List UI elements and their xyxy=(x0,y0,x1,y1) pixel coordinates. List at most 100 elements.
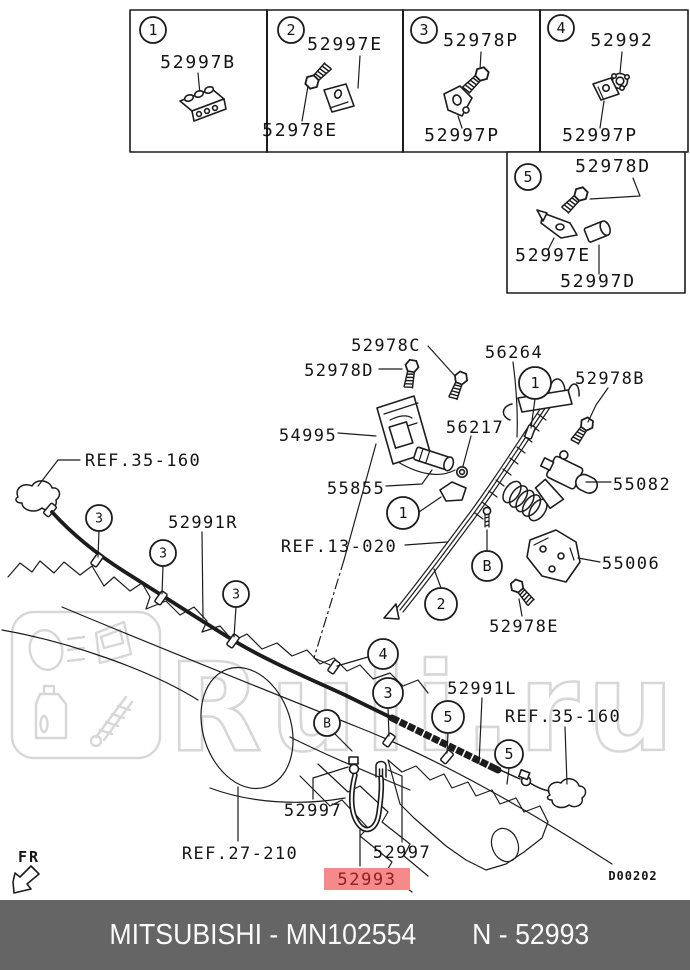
sleeve-55855 xyxy=(413,446,455,472)
callout-number: 1 xyxy=(148,21,157,39)
pipe-clip-icon xyxy=(523,423,537,441)
hose-clip-icon xyxy=(375,760,387,778)
marker-3a: 3 xyxy=(85,504,113,532)
bolt-icon-52978D xyxy=(400,358,421,390)
part-label-56217: 56217 xyxy=(446,418,504,438)
marker-5a: 5 xyxy=(431,700,465,734)
svg-text:4: 4 xyxy=(378,645,387,663)
svg-text:5: 5 xyxy=(443,708,452,726)
part-label-52978C: 52978C xyxy=(351,336,421,356)
ref-label-13-020: REF.13-020 xyxy=(281,537,397,557)
banjo-bolt-icon xyxy=(348,756,360,775)
part-label-52978B: 52978B xyxy=(575,369,645,389)
callout-number: 2 xyxy=(286,21,295,39)
svg-text:3: 3 xyxy=(95,512,103,527)
marker-B-upper: B xyxy=(471,550,503,582)
ref-label-35-160-right: REF.35-160 xyxy=(505,707,621,727)
bolt-icon-52978E xyxy=(507,576,538,608)
parts-diagram: Ruli.ru 1 52997B 2 52997E xyxy=(1,9,689,894)
marker-3b: 3 xyxy=(149,539,177,567)
part-label-54995: 54995 xyxy=(279,426,337,446)
svg-text:1: 1 xyxy=(398,504,407,522)
footer-n-number: N - 52993 xyxy=(472,918,590,951)
drawing-number: D00202 xyxy=(608,869,657,883)
callout-number: 3 xyxy=(419,21,428,39)
part-label-52997P: 52997P xyxy=(424,125,500,146)
marker-1b: 1 xyxy=(386,496,420,530)
block-part-icon xyxy=(592,77,620,101)
highlight-background[interactable] xyxy=(324,868,410,890)
svg-text:B: B xyxy=(323,717,331,732)
ref-label-35-160-left: REF.35-160 xyxy=(85,451,201,471)
bracket-part-icon xyxy=(443,85,473,117)
part-label-56264: 56264 xyxy=(485,343,543,363)
car-door-icon xyxy=(94,620,133,665)
clamp-lever-icon xyxy=(536,209,578,239)
fr-direction: FR xyxy=(12,848,40,894)
part-label-52997-upper: 52997 xyxy=(284,801,342,821)
bracket-55006 xyxy=(526,529,581,583)
part-label-52997E: 52997E xyxy=(307,34,383,55)
leader-lines xyxy=(37,345,612,867)
brake-hose-52993 xyxy=(348,756,387,833)
bracket-part-icon xyxy=(323,83,355,113)
brake-pipe-lines xyxy=(42,502,550,792)
part-label-52978E: 52978E xyxy=(262,120,338,141)
bolt-icon-52978C xyxy=(445,369,471,402)
part-label-52997E: 52997E xyxy=(515,245,591,266)
grommet-part-icon xyxy=(179,85,227,122)
part-label-52978P: 52978P xyxy=(443,30,519,51)
callout-boxes: 1 52997B 2 52997E 52978 xyxy=(129,9,689,294)
svg-text:3: 3 xyxy=(159,547,167,562)
part-label-52978E: 52978E xyxy=(489,617,559,637)
oil-can-icon xyxy=(34,684,68,740)
callout-box-4: 4 52992 52997P xyxy=(547,14,653,146)
svg-text:5: 5 xyxy=(504,745,513,763)
svg-text:3: 3 xyxy=(232,588,240,603)
svg-text:B: B xyxy=(482,557,491,575)
fr-label: FR xyxy=(18,848,40,866)
pad-part xyxy=(439,481,467,502)
highlighted-part-52993[interactable]: 52993 xyxy=(324,868,410,890)
fr-arrow-icon xyxy=(12,865,40,894)
marker-3d: 3 xyxy=(372,677,404,709)
highlighted-part-label[interactable]: 52993 xyxy=(337,870,396,890)
part-label-52997D: 52997D xyxy=(560,271,636,292)
footer-bar: MITSUBISHI - MN102554 N - 52993 xyxy=(0,900,690,970)
marker-3c: 3 xyxy=(222,580,250,608)
cylinder-nut-icon xyxy=(583,220,611,243)
part-label-52978D: 52978D xyxy=(575,156,651,177)
part-label-55082: 55082 xyxy=(613,475,671,495)
callout-number: 4 xyxy=(556,19,565,37)
diagram-labels: 52978C 52978D 56264 52978B 54995 56217 5… xyxy=(85,336,671,864)
part-label-55855: 55855 xyxy=(327,479,385,499)
svg-text:1: 1 xyxy=(530,374,539,392)
watermark-parts-logo xyxy=(10,610,162,760)
callout-box-5: 5 52978D 52997E 52997D xyxy=(514,156,651,292)
part-label-52992: 52992 xyxy=(590,30,653,51)
part-label-52997B: 52997B xyxy=(160,52,236,73)
hose-end-fitting xyxy=(518,769,550,792)
shock-absorber-icon xyxy=(89,695,134,748)
ruli-watermark: Ruli.ru xyxy=(10,610,682,780)
callout-box-2: 2 52997E 52978E xyxy=(262,16,383,141)
svg-text:2: 2 xyxy=(436,595,445,613)
watermark-text: Ruli.ru xyxy=(168,637,682,779)
marker-5b: 5 xyxy=(494,739,524,769)
part-label-52991R: 52991R xyxy=(168,513,238,533)
nut-56217 xyxy=(455,465,468,478)
part-label-55006: 55006 xyxy=(602,554,660,574)
marker-2: 2 xyxy=(424,587,458,621)
body-attachment-blob-left xyxy=(15,480,61,512)
callout-number: 5 xyxy=(523,168,532,186)
center-assembly xyxy=(313,358,599,666)
callout-box-3: 3 52978P 52997P xyxy=(410,16,519,146)
nut-part-icon xyxy=(610,72,630,92)
footer-brand-part-number: MITSUBISHI - MN102554 xyxy=(108,918,416,951)
body-attachment-blob-right xyxy=(546,778,587,809)
small-bolt-b xyxy=(482,506,492,528)
circled-markers: 1 1 2 B 3 3 3 3 4 B 5 5 xyxy=(85,366,552,769)
part-label-52978D: 52978D xyxy=(304,361,374,381)
marker-4: 4 xyxy=(367,638,399,670)
